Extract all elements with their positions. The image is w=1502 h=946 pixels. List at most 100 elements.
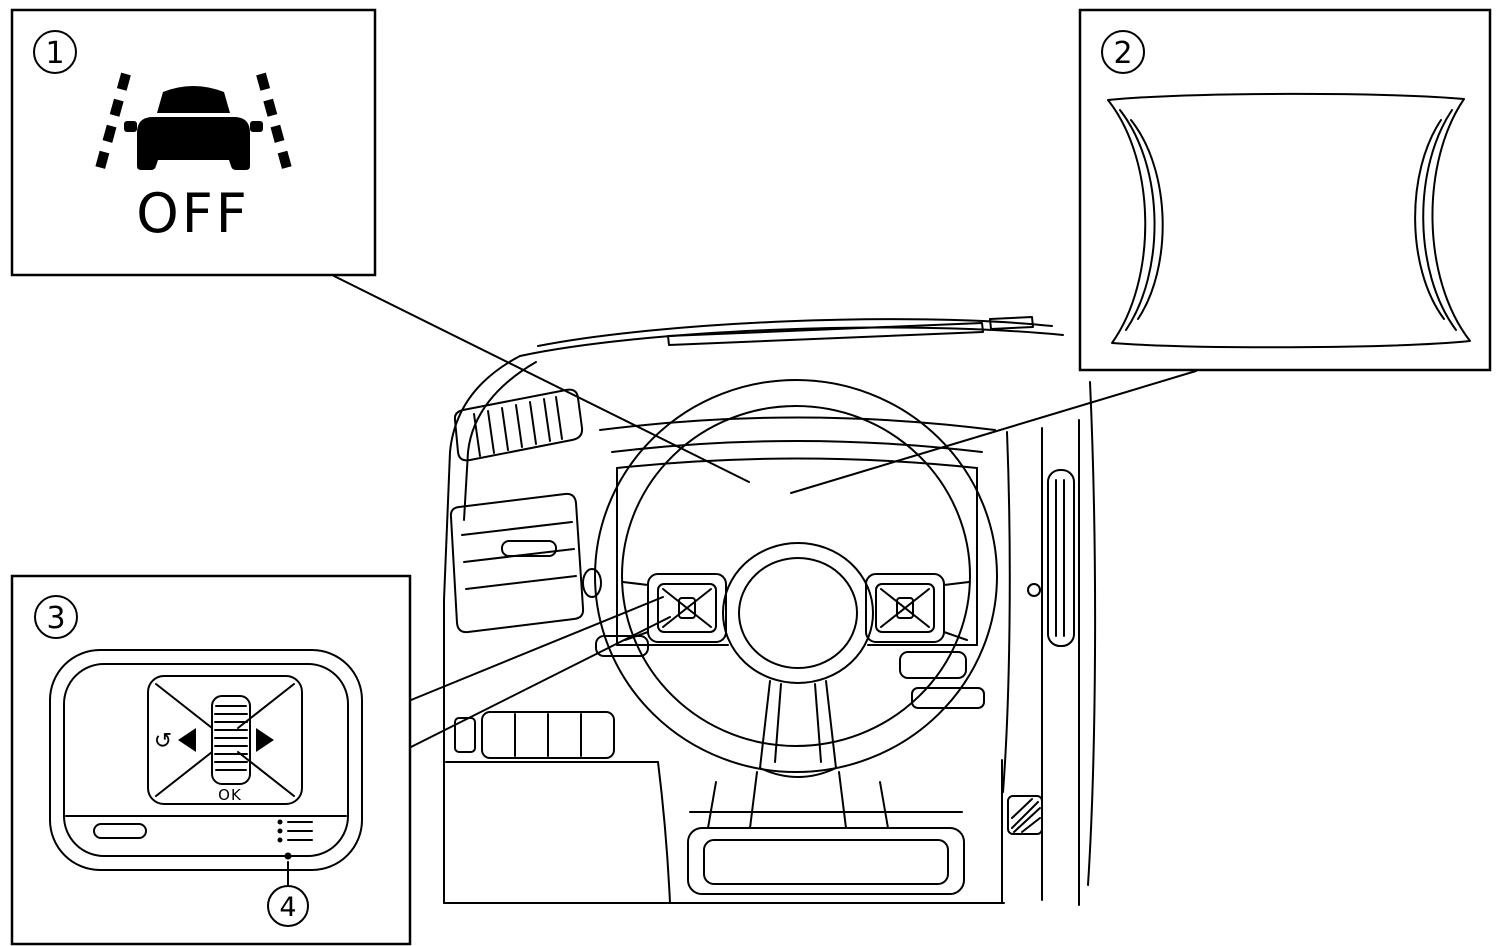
- cluster-screen-outline: [1107, 92, 1471, 349]
- vent-slat: [501, 407, 509, 451]
- menu-dot: [277, 819, 283, 825]
- callout-number-3-label: 3: [46, 601, 65, 636]
- steering-column: [707, 771, 889, 829]
- cluster-bezel-right-2: [1414, 119, 1445, 320]
- callout-number-2-label: 2: [1113, 36, 1132, 71]
- off-label: OFF: [136, 182, 250, 245]
- center-stack: [899, 381, 1097, 906]
- lane-marking-left: [94, 72, 131, 174]
- left-spoke-switch-pod: [622, 573, 727, 643]
- dash-knob: [582, 568, 602, 598]
- callout-number-3-circle: [34, 595, 78, 639]
- spoke-line: [759, 680, 771, 769]
- car-body: [137, 117, 250, 170]
- vent-slat: [543, 398, 551, 442]
- left-arrow-icon: [178, 728, 196, 752]
- callout-box-1: 1 OFF: [10, 8, 377, 277]
- spoke-curve: [759, 767, 837, 778]
- column-line: [749, 771, 758, 829]
- dash-top-cowl: [519, 316, 1064, 357]
- leader-line-callout-1: [333, 275, 750, 483]
- pod-frame: [865, 573, 945, 643]
- menu-button-dot: [284, 852, 292, 860]
- right-vent: [1047, 469, 1075, 647]
- spoke-line-inner: [814, 683, 822, 763]
- vent-slat: [529, 401, 537, 445]
- dashboard-illustration: [443, 316, 1097, 906]
- right-stalk-switches: [899, 651, 985, 709]
- cluster-bezel-left-1: [1119, 109, 1156, 331]
- callout-number-2: 2: [1101, 30, 1145, 74]
- pod-slot: [93, 823, 147, 839]
- callout-number-1-circle: [33, 30, 77, 74]
- car-roof: [157, 86, 230, 113]
- lower-dash: [443, 759, 1005, 904]
- pod-frame: [647, 573, 727, 643]
- turn-signal-stalk: [595, 635, 649, 657]
- wheel-hub-inner: [738, 557, 858, 669]
- left-lower-vent: [449, 492, 585, 634]
- right-arrow-icon: [256, 728, 274, 752]
- steering-switch-detail: ↺ OK 4: [49, 649, 363, 927]
- car-mirror-right: [250, 121, 263, 132]
- vent-outline: [449, 492, 585, 634]
- pod-wheel: [678, 597, 696, 619]
- callout-box-2-frame: [1078, 8, 1492, 372]
- vent-slider: [501, 540, 557, 557]
- menu-dot: [277, 828, 283, 834]
- left-upper-vent: [453, 388, 584, 462]
- right-spoke-switch-pod: [865, 573, 970, 643]
- pod-wheel: [896, 597, 914, 619]
- dpad-diagonal-tr: [237, 683, 295, 729]
- vent-outline: [453, 388, 584, 462]
- callout-box-1-frame: [10, 8, 377, 277]
- cluster-hood-lower: [611, 440, 983, 453]
- cluster-hood-upper: [599, 416, 996, 431]
- tray-outer: [687, 827, 965, 895]
- lane-marking-right: [256, 72, 293, 174]
- leader-line-callout-3-upper: [410, 596, 664, 701]
- pod-diagonal: [662, 588, 712, 628]
- lane-departure-warning-off-icon: [94, 72, 293, 174]
- dpad-frame: [147, 675, 303, 805]
- cluster-bezel-right-1: [1422, 109, 1457, 331]
- instrument-cluster: [599, 416, 996, 646]
- vent-knob: [1027, 583, 1041, 597]
- tray-inner: [703, 839, 949, 885]
- grille-hatch: [1013, 807, 1041, 833]
- leader-line-callout-2: [790, 370, 1197, 494]
- callout-number-2-circle: [1101, 30, 1145, 74]
- pod-inner: [657, 583, 717, 633]
- dash-right-edge: [1087, 381, 1097, 886]
- callout-number-4-label: 4: [279, 892, 296, 923]
- speaker-grille: [1007, 795, 1043, 835]
- scroll-wheel-icon: [211, 695, 251, 785]
- dash-left-side: [443, 355, 615, 904]
- spoke-line: [825, 680, 837, 769]
- column-line: [838, 771, 847, 829]
- grille-hatch: [1021, 817, 1041, 833]
- cluster-bezel-left-2: [1130, 119, 1164, 320]
- pod-diagonal: [880, 588, 930, 628]
- menu-dot: [277, 837, 283, 843]
- callout-box-2: 2: [1078, 8, 1492, 372]
- defroster-strip: [667, 322, 984, 346]
- vent-slat: [465, 575, 577, 590]
- column-shroud: [707, 781, 717, 829]
- switch-pod-inner: [63, 663, 349, 857]
- dpad-diagonal-bl: [155, 751, 213, 797]
- vent-slat: [473, 413, 481, 457]
- spoke-line: [943, 631, 968, 641]
- column-shroud: [879, 781, 889, 829]
- spoke-line: [943, 581, 970, 586]
- vent-slat: [515, 404, 523, 448]
- vent-slat: [487, 410, 495, 454]
- grille-hatch: [1011, 798, 1033, 819]
- stalk-switch: [911, 687, 985, 709]
- pod-inner: [875, 583, 935, 633]
- wheel-rim-outer: [594, 379, 998, 773]
- switch-pod-outer: [49, 649, 363, 871]
- vent-slat: [555, 396, 563, 440]
- stack-contour: [1002, 431, 1011, 793]
